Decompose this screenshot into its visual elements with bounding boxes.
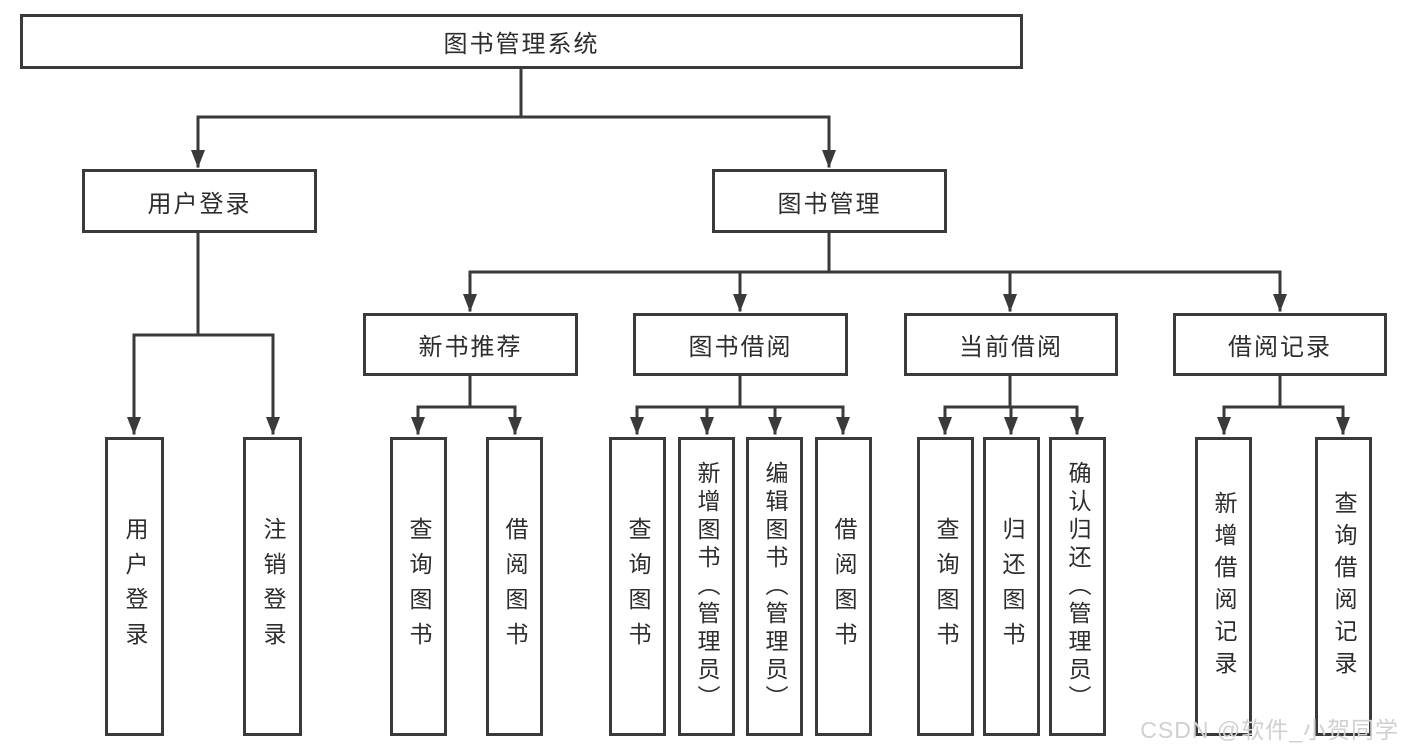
branch-borrow-records: 借阅记录 bbox=[1173, 313, 1387, 376]
leaf-user-login-label: 用户登录 bbox=[122, 516, 148, 657]
branch-book-management: 图书管理 bbox=[712, 169, 947, 233]
leaf-query-books-recommend-label: 查询图书 bbox=[406, 516, 432, 657]
leaf-query-books-borrow-label: 查询图书 bbox=[625, 516, 651, 657]
node-root-label: 图书管理系统 bbox=[443, 31, 600, 58]
node-root: 图书管理系统 bbox=[20, 14, 1023, 69]
branch-current-borrow-label: 当前借阅 bbox=[959, 334, 1063, 361]
leaf-borrow-books-recommend: 借阅图书 bbox=[486, 437, 543, 736]
branch-book-borrow-label: 图书借阅 bbox=[688, 334, 793, 361]
leaf-return-books-label: 归还图书 bbox=[999, 516, 1025, 657]
leaf-borrow-books-label: 借阅图书 bbox=[831, 516, 857, 657]
leaf-return-books: 归还图书 bbox=[983, 437, 1040, 736]
branch-borrow-records-label: 借阅记录 bbox=[1228, 334, 1332, 361]
leaf-add-borrow-record-label: 新增借阅记录 bbox=[1211, 490, 1237, 683]
leaf-borrow-books: 借阅图书 bbox=[815, 437, 872, 736]
branch-book-borrow: 图书借阅 bbox=[633, 313, 848, 376]
branch-new-book-recommend: 新书推荐 bbox=[363, 313, 578, 376]
leaf-edit-books-admin: 编辑图书（管理员） bbox=[746, 437, 803, 736]
leaf-logout-label: 注销登录 bbox=[260, 516, 286, 657]
leaf-add-books-admin: 新增图书（管理员） bbox=[678, 437, 735, 736]
leaf-user-login: 用户登录 bbox=[105, 437, 164, 736]
leaf-query-borrow-record-label: 查询借阅记录 bbox=[1331, 490, 1357, 683]
leaf-edit-books-admin-label: 编辑图书（管理员） bbox=[762, 460, 788, 713]
leaf-query-books-current: 查询图书 bbox=[917, 437, 974, 736]
leaf-query-books-recommend: 查询图书 bbox=[390, 437, 447, 736]
leaf-confirm-return-admin-label: 确认归还（管理员） bbox=[1065, 460, 1091, 713]
branch-new-book-recommend-label: 新书推荐 bbox=[418, 334, 523, 361]
csdn-watermark: CSDN @软件_小贺同学 bbox=[1140, 717, 1399, 743]
leaf-borrow-books-recommend-label: 借阅图书 bbox=[502, 516, 528, 657]
branch-user-login: 用户登录 bbox=[82, 169, 317, 233]
leaf-query-books-current-label: 查询图书 bbox=[933, 516, 959, 657]
branch-current-borrow: 当前借阅 bbox=[904, 313, 1118, 376]
branch-user-login-label: 用户登录 bbox=[147, 190, 252, 218]
leaf-confirm-return-admin: 确认归还（管理员） bbox=[1049, 437, 1106, 736]
leaf-add-borrow-record: 新增借阅记录 bbox=[1195, 437, 1252, 736]
leaf-query-borrow-record: 查询借阅记录 bbox=[1315, 437, 1372, 736]
leaf-logout: 注销登录 bbox=[243, 437, 302, 736]
leaf-add-books-admin-label: 新增图书（管理员） bbox=[694, 460, 720, 713]
branch-book-management-label: 图书管理 bbox=[777, 190, 882, 218]
leaf-query-books-borrow: 查询图书 bbox=[609, 437, 666, 736]
